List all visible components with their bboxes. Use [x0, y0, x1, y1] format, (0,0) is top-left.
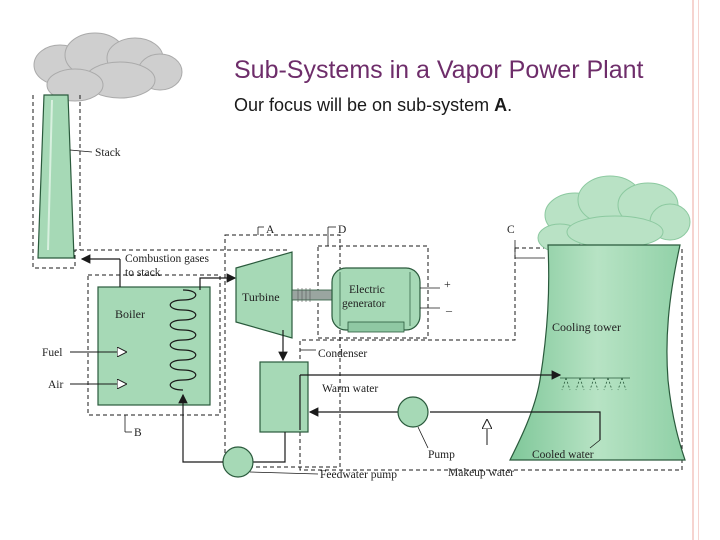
feedwater-line-1: [253, 432, 286, 463]
makeup-water-label: Makeup water: [448, 467, 514, 479]
subsystem-c-boundary: [299, 247, 683, 471]
cooled-water-label: Cooled water: [532, 449, 594, 461]
spray-nozzles: [560, 377, 630, 391]
cooling-tower-steam: [537, 175, 691, 253]
cooled-water-return: [430, 411, 601, 440]
condenser-label: Condenser: [318, 348, 367, 360]
boiler-coil: [169, 289, 197, 391]
warm-water-label: Warm water: [322, 383, 378, 395]
subsystem-b-label: B: [134, 427, 142, 439]
air-label: Air: [48, 379, 64, 391]
subsystem-a-label: A: [266, 224, 275, 236]
subsystem-d-label: D: [338, 224, 346, 236]
subsystem-c-label: C: [507, 224, 515, 236]
generator-label-1: Electric: [349, 284, 385, 296]
boiler-label: Boiler: [115, 307, 145, 321]
slide-title: Sub-Systems in a Vapor Power Plant: [234, 56, 644, 84]
slide-border-right: [692, 0, 694, 540]
turbine: [235, 251, 293, 339]
stack-label: Stack: [95, 147, 121, 159]
stack: [37, 94, 75, 259]
stack-smoke: [33, 32, 183, 102]
turbine-label: Turbine: [242, 290, 280, 304]
slide-subtitle: Our focus will be on sub-system A.: [234, 94, 512, 116]
fuel-label: Fuel: [42, 347, 62, 359]
combustion-label-1: Combustion gases: [125, 253, 210, 265]
stack-boundary: [32, 95, 290, 269]
steam-line: [199, 273, 237, 290]
subtitle-text: Our focus will be on sub-system: [234, 95, 495, 115]
plus-terminal: +: [444, 277, 451, 291]
shaft-coupling: [297, 288, 311, 302]
generator-base: [347, 321, 405, 333]
stack-highlight: [47, 99, 53, 251]
condenser: [259, 361, 309, 433]
feedwater-line-2: [178, 393, 223, 463]
boiler: [97, 286, 211, 406]
subtitle-suffix: .: [507, 95, 513, 115]
subtitle-emphasis: A: [494, 95, 508, 115]
generator-label-2: generator: [342, 298, 386, 310]
cooling-tower-label: Cooling tower: [552, 320, 621, 334]
combustion-label-2: to stack: [125, 267, 161, 279]
feedwater-pump: [222, 446, 254, 478]
minus-terminal: –: [445, 303, 453, 317]
feedwater-pump-label: Feedwater pump: [320, 469, 397, 481]
subsystem-a-boundary: [224, 234, 341, 468]
pump-label: Pump: [428, 449, 455, 461]
cooling-pump: [397, 396, 429, 428]
slide-border-right-thin: [698, 0, 699, 540]
generator-fins: [339, 272, 411, 326]
cooling-tower: [509, 244, 686, 461]
subsystem-b-boundary: [87, 274, 221, 416]
